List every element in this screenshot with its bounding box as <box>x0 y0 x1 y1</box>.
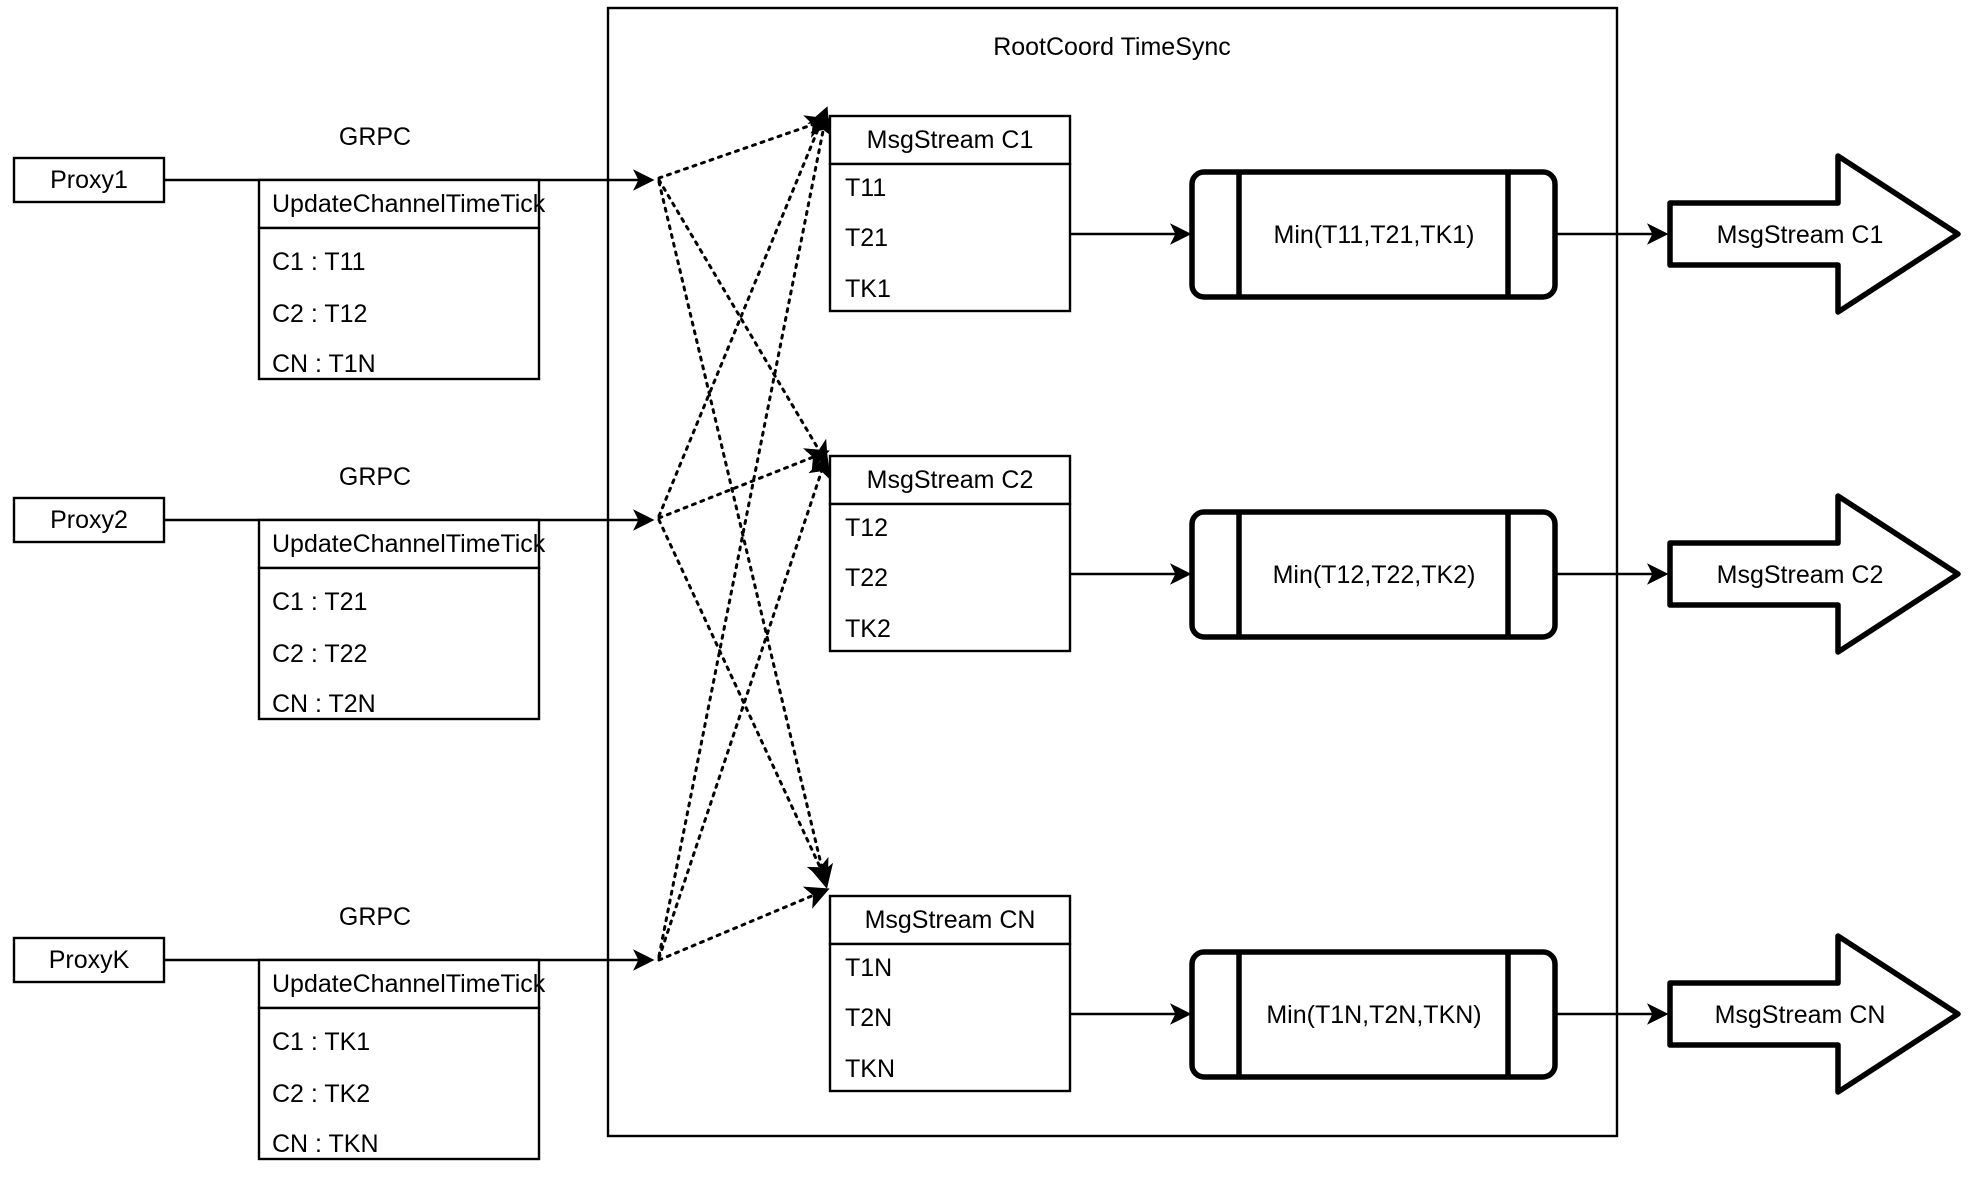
output-block-arrow-2: MsgStream C2 <box>1667 493 1961 655</box>
msgstream-title-1: MsgStream C1 <box>867 126 1034 154</box>
min-label-1: Min(T11,T21,TK1) <box>1274 221 1475 249</box>
proxy-label-1: Proxy1 <box>50 166 128 194</box>
rpc-title-3: UpdateChannelTimeTick <box>272 970 546 998</box>
grpc-label-2: GRPC <box>339 463 411 491</box>
output-block-arrow-1: MsgStream C1 <box>1667 153 1961 315</box>
fanout-edge-p1-c1 <box>657 115 830 180</box>
rpc-entry-3-0: C1 : TK1 <box>272 1028 370 1056</box>
rpc-entry-2-2: CN : T2N <box>272 690 376 718</box>
rpc-box-2: UpdateChannelTimeTick C1 : T21 C2 : T22 … <box>257 518 546 721</box>
rpc-title-1: UpdateChannelTimeTick <box>272 190 546 218</box>
proxy-label-3: ProxyK <box>49 946 130 974</box>
fanout-edge-pk-c1 <box>657 112 834 958</box>
msgstream-tick-3-0: T1N <box>845 954 892 982</box>
grpc-label-1: GRPC <box>339 123 411 151</box>
msgstream-tick-2-1: T22 <box>845 564 888 592</box>
min-label-2: Min(T12,T22,TK2) <box>1273 561 1476 589</box>
msgstream-tick-2-2: TK2 <box>845 615 891 643</box>
output-label-2: MsgStream C2 <box>1717 561 1884 589</box>
proxy-box-2[interactable]: Proxy2 <box>12 496 166 544</box>
msgstream-box-3: MsgStream CN T1N T2N TKN <box>828 894 1072 1093</box>
fanout-edge-p2-c1 <box>657 106 830 518</box>
rpc-entry-2-0: C1 : T21 <box>272 588 367 616</box>
proxy-box-3[interactable]: ProxyK <box>12 936 166 984</box>
msgstream-tick-3-2: TKN <box>845 1055 895 1083</box>
rpc-entry-2-1: C2 : T22 <box>272 640 367 668</box>
rpc-title-2: UpdateChannelTimeTick <box>272 530 546 558</box>
msgstream-title-2: MsgStream C2 <box>867 466 1034 494</box>
proxy-box-1[interactable]: Proxy1 <box>12 156 166 204</box>
msgstream-tick-2-0: T12 <box>845 514 888 542</box>
msgstream-tick-1-0: T11 <box>845 174 886 202</box>
fanout-edge-p2-c2 <box>657 448 830 520</box>
grpc-label-3: GRPC <box>339 903 411 931</box>
output-label-3: MsgStream CN <box>1715 1001 1886 1029</box>
output-label-1: MsgStream C1 <box>1717 221 1884 249</box>
proxy-row-1: Proxy1 GRPC UpdateChannelTimeTick C1 : T… <box>12 123 655 381</box>
rpc-entry-3-1: C2 : TK2 <box>272 1080 370 1108</box>
timetick-fanout-edges <box>657 106 834 962</box>
msgstream-box-2: MsgStream C2 T12 T22 TK2 <box>828 454 1072 653</box>
msgstream-box-1: MsgStream C1 T11 T21 TK1 <box>828 114 1072 313</box>
proxy-row-3: ProxyK GRPC UpdateChannelTimeTick C1 : T… <box>12 903 655 1161</box>
output-block-arrow-3: MsgStream CN <box>1667 933 1961 1095</box>
fanout-edge-pk-cn <box>657 886 830 962</box>
msgstream-tick-1-1: T21 <box>845 224 888 252</box>
msgstream-title-3: MsgStream CN <box>865 906 1036 934</box>
rpc-entry-3-2: CN : TKN <box>272 1130 379 1158</box>
msgstream-tick-1-2: TK1 <box>845 275 891 303</box>
fanout-edge-p2-cn <box>657 518 829 884</box>
container-title: RootCoord TimeSync <box>993 33 1231 61</box>
proxy-row-2: Proxy2 GRPC UpdateChannelTimeTick C1 : T… <box>12 463 655 721</box>
min-process-box-1: Min(T11,T21,TK1) <box>1189 169 1558 300</box>
proxy-label-2: Proxy2 <box>50 506 128 534</box>
msgstream-tick-3-1: T2N <box>845 1004 892 1032</box>
rpc-entry-1-2: CN : T1N <box>272 350 376 378</box>
min-process-box-3: Min(T1N,T2N,TKN) <box>1189 949 1558 1080</box>
rpc-box-1: UpdateChannelTimeTick C1 : T11 C2 : T12 … <box>257 178 546 381</box>
min-process-box-2: Min(T12,T22,TK2) <box>1189 509 1558 640</box>
min-label-3: Min(T1N,T2N,TKN) <box>1266 1001 1481 1029</box>
fanout-edge-pk-c2 <box>657 454 832 960</box>
rpc-box-3: UpdateChannelTimeTick C1 : TK1 C2 : TK2 … <box>257 958 546 1161</box>
rpc-entry-1-0: C1 : T11 <box>272 248 366 276</box>
fanout-edge-p1-c2 <box>657 178 829 466</box>
rpc-entry-1-1: C2 : T12 <box>272 300 367 328</box>
